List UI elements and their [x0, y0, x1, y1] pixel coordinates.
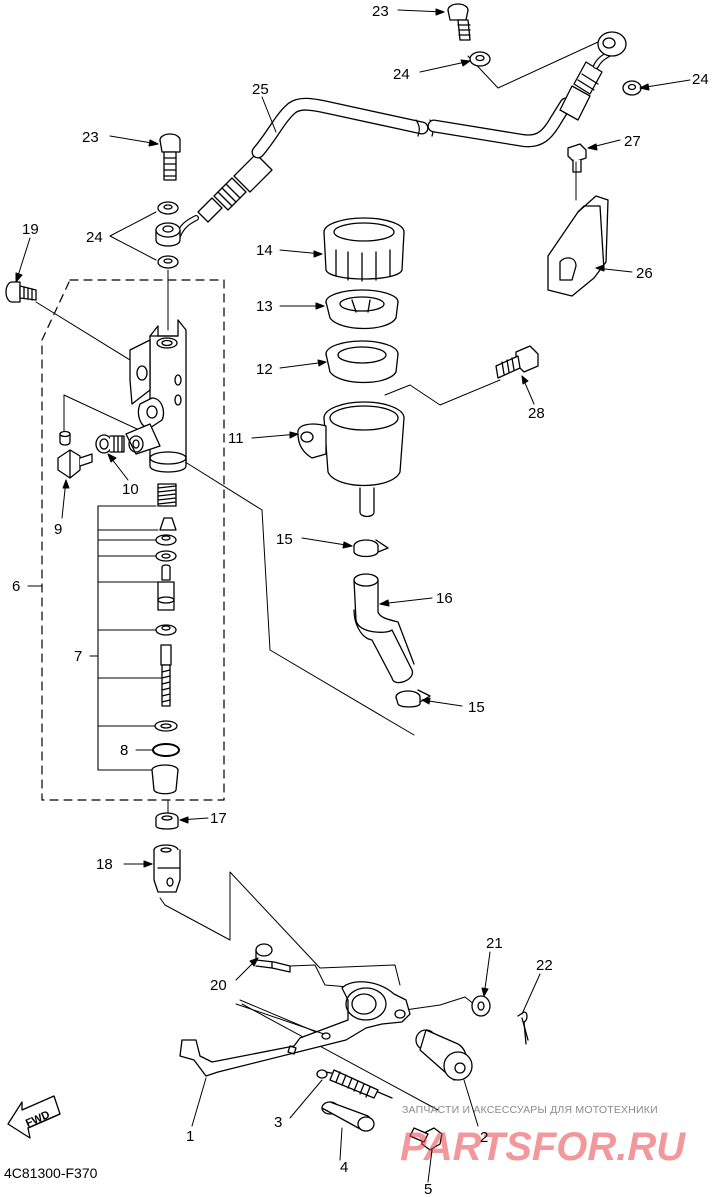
circlip [152, 743, 180, 757]
callout-16: 16 [436, 590, 453, 607]
fwd-arrow: FWD [7, 1095, 61, 1139]
clevis [153, 844, 181, 893]
callout-20: 20 [210, 977, 227, 994]
callout-27: 27 [624, 133, 641, 150]
watermark-brand: PARTSFOR.RU [400, 1125, 686, 1169]
bolt-28 [495, 345, 539, 379]
callout-10: 10 [122, 481, 139, 498]
master-cylinder-assembly-box [41, 279, 225, 801]
diaphragm [325, 340, 399, 384]
callout-24-left: 24 [86, 229, 103, 246]
reservoir-tank [297, 401, 405, 518]
callout-11: 11 [228, 430, 244, 447]
master-cylinder-body [125, 319, 187, 473]
pedal-shaft [415, 1029, 473, 1081]
callout-8: 8 [120, 742, 128, 759]
return-spring [157, 483, 177, 507]
alignment-lines [35, 41, 599, 1111]
callout-21: 21 [486, 935, 503, 952]
callout-7: 7 [74, 648, 82, 665]
callout-13: 13 [256, 298, 273, 315]
reservoir-hose [353, 573, 415, 684]
brake-hose [175, 49, 615, 239]
callout-4: 4 [340, 1159, 348, 1176]
cotter-pin [517, 1011, 529, 1045]
callout-15-lower: 15 [468, 699, 485, 716]
union-bolt-left [159, 133, 181, 181]
callout-18: 18 [96, 856, 113, 873]
callout-12: 12 [256, 361, 273, 378]
copper-washer-top-right [622, 80, 642, 96]
copper-washer-left-lower [157, 255, 179, 269]
callout-3: 3 [274, 1114, 282, 1131]
secondary-cup [155, 624, 177, 636]
callout-28: 28 [528, 405, 545, 422]
callout-19: 19 [22, 221, 39, 238]
adjust-bolt [409, 1127, 443, 1151]
pivot-bolt [255, 943, 291, 973]
callout-5: 5 [424, 1181, 432, 1197]
callout-25: 25 [252, 81, 269, 98]
hose-clamp-upper [353, 539, 389, 558]
push-rod [160, 644, 172, 707]
callout-14: 14 [256, 242, 273, 259]
sleeve [321, 1101, 375, 1132]
callout-23-left: 23 [82, 129, 99, 146]
brake-pedal [179, 981, 411, 1077]
diaphragm-plate [325, 289, 399, 330]
piston-kit-stack [151, 483, 180, 795]
callout-26: 26 [636, 265, 653, 282]
watermark-caption: ЗАПЧАСТИ И АКСЕССУАРЫ ДЛЯ МОТОТЕХНИКИ [402, 1104, 658, 1116]
piston [157, 564, 175, 611]
copper-washer-left-upper [157, 201, 179, 215]
bracket [547, 195, 609, 297]
callout-2: 2 [480, 1129, 488, 1146]
callout-1: 1 [186, 1128, 194, 1145]
bolt-27 [567, 143, 587, 173]
diagram-code: 4C81300-F370 [4, 1165, 98, 1181]
upper-banjo-fitting [597, 31, 627, 57]
primary-cup [155, 534, 177, 546]
callout-15-upper: 15 [276, 531, 293, 548]
dust-boot [151, 764, 179, 795]
kit-bracket [89, 505, 163, 771]
return-spring-pedal [316, 1069, 393, 1099]
bleed-valve-cap [57, 430, 93, 479]
washer-lower [154, 720, 178, 732]
callout-9: 9 [54, 521, 62, 538]
callout-24-top: 24 [393, 66, 410, 83]
reservoir-cap [323, 217, 405, 282]
hose-clamp-lower [395, 689, 431, 708]
copper-washer-top [469, 51, 491, 67]
spring-seat [159, 517, 177, 531]
callout-24-right: 24 [692, 71, 709, 88]
hose-lower-banjo [155, 222, 181, 247]
washer-21 [471, 995, 491, 1017]
callout-23-top: 23 [372, 3, 389, 20]
mounting-bolt [5, 281, 37, 303]
callout-6: 6 [12, 578, 20, 595]
callout-leaders [15, 8, 691, 1183]
callout-22: 22 [536, 957, 553, 974]
union-bolt-top [447, 3, 471, 41]
callout-17: 17 [210, 810, 227, 827]
lock-nut [155, 812, 179, 830]
bleed-screw [95, 434, 125, 454]
washer-small [155, 550, 177, 562]
